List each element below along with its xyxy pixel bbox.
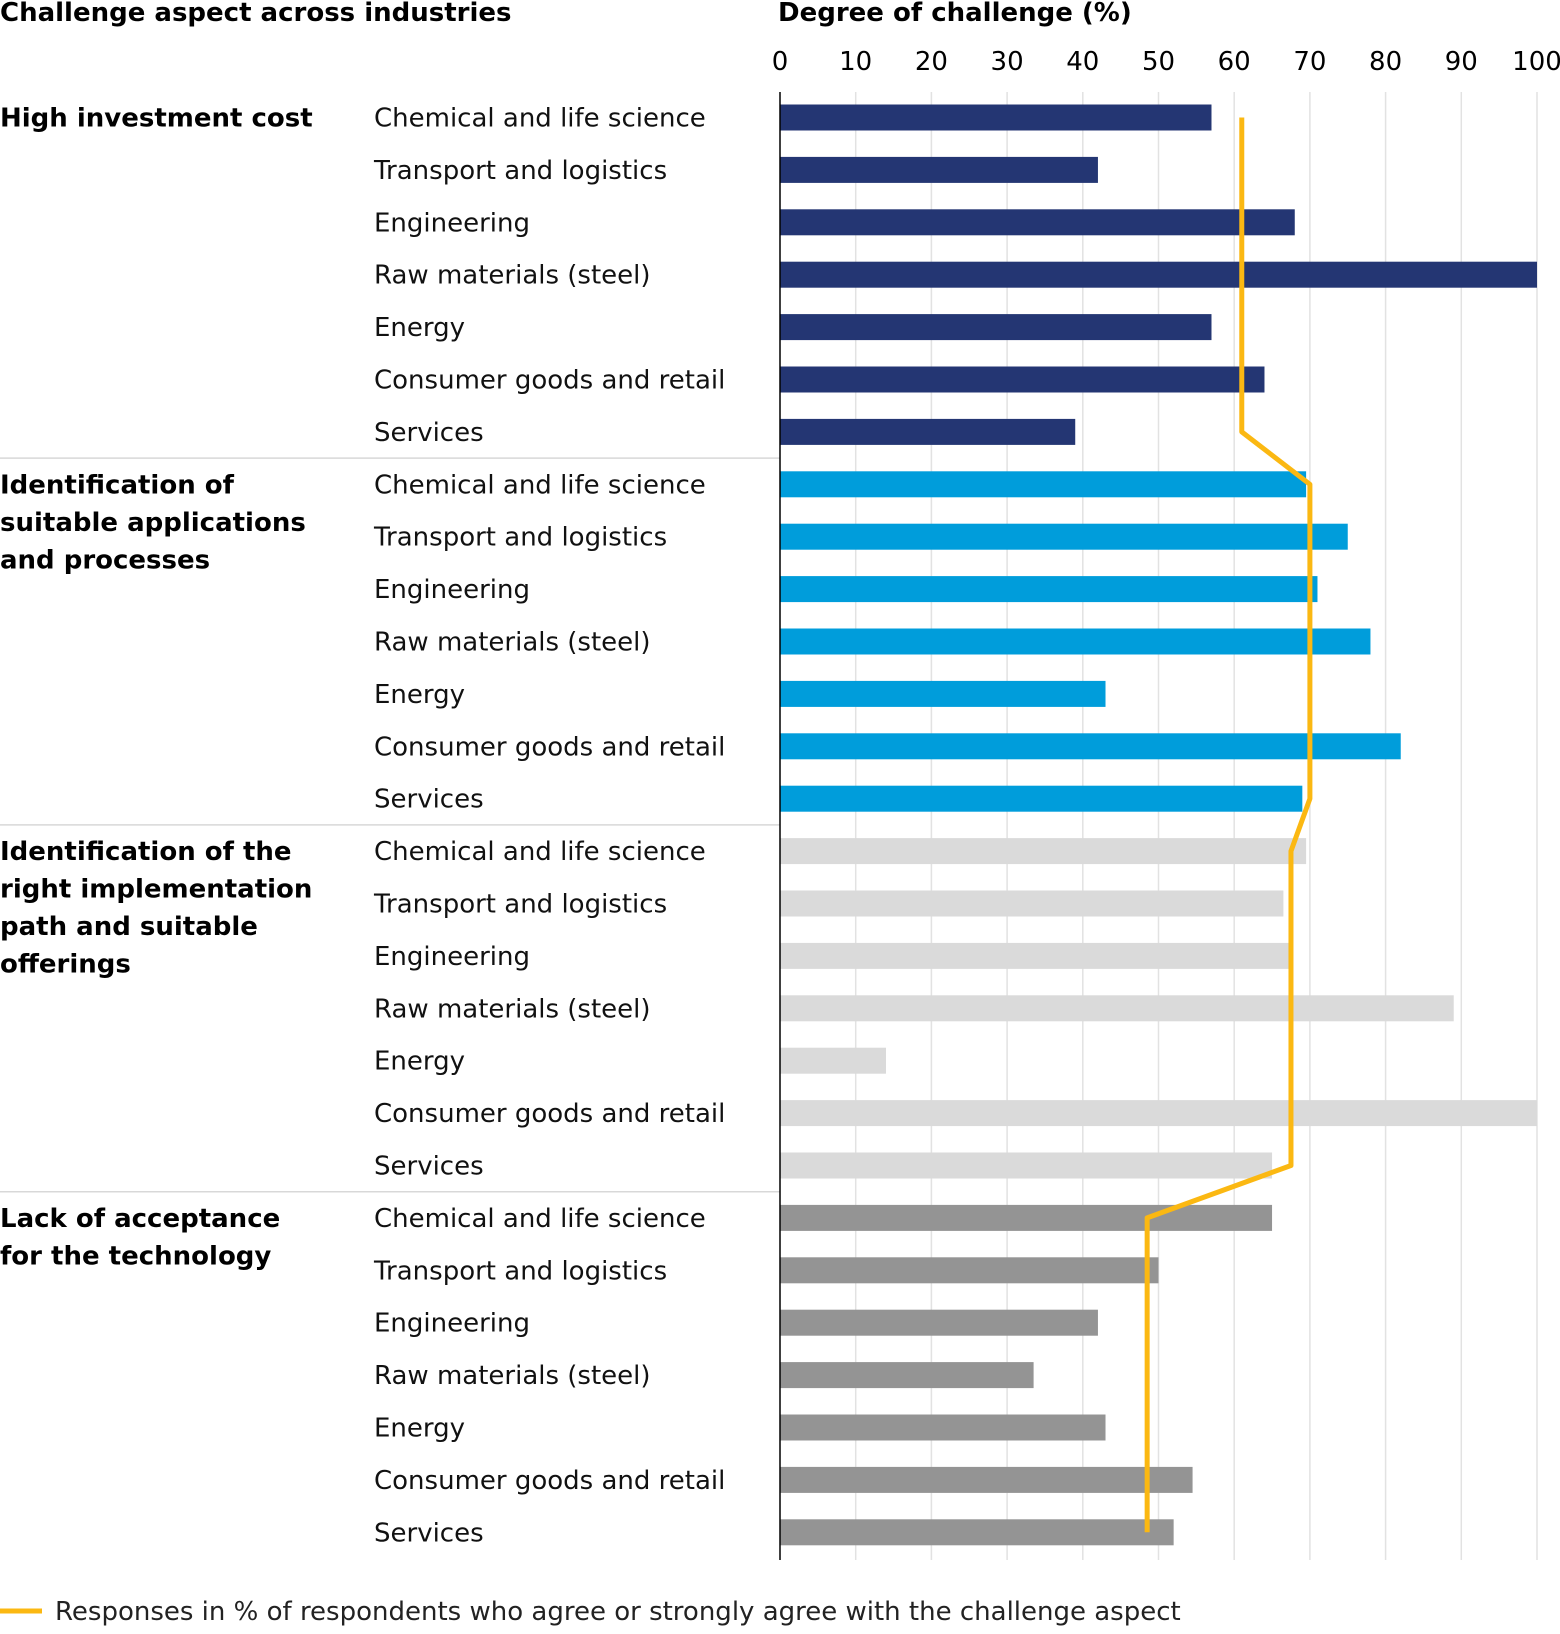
bar xyxy=(780,785,1303,812)
bar xyxy=(780,261,1537,288)
bar xyxy=(780,104,1212,131)
category-label: Chemical and life science xyxy=(374,104,706,134)
x-axis-ticks: 0 10 20 30 40 50 60 70 80 90 100 xyxy=(772,47,1560,77)
bar xyxy=(780,1362,1034,1389)
category-label: Raw materials (steel) xyxy=(374,994,651,1024)
group-label: suitable applications xyxy=(0,508,306,538)
agree-line xyxy=(1144,117,1313,1533)
bar xyxy=(780,1519,1174,1546)
bar xyxy=(780,628,1371,655)
bar xyxy=(780,1204,1273,1231)
x-tick-label: 90 xyxy=(1445,47,1478,77)
group-label: High investment cost xyxy=(0,104,313,134)
bars xyxy=(780,104,1537,1546)
category-label: Consumer goods and retail xyxy=(374,1099,725,1129)
category-label: Energy xyxy=(374,680,465,710)
legend-label: Responses in % of respondents who agree … xyxy=(55,1597,1181,1627)
group-label: Identification of xyxy=(0,470,235,500)
bar xyxy=(780,890,1284,917)
category-label: Chemical and life science xyxy=(374,470,706,500)
category-label: Consumer goods and retail xyxy=(374,366,725,396)
category-label: Energy xyxy=(374,1414,465,1444)
left-header: Challenge aspect across industries xyxy=(0,0,512,28)
bar xyxy=(780,1047,886,1074)
x-tick-label: 10 xyxy=(839,47,872,77)
bar xyxy=(780,209,1295,236)
bar xyxy=(780,366,1265,393)
legend: Responses in % of respondents who agree … xyxy=(0,1597,1181,1627)
x-tick-label: 20 xyxy=(915,47,948,77)
bar xyxy=(780,1257,1159,1284)
bar xyxy=(780,838,1307,865)
category-label: Energy xyxy=(374,1047,465,1077)
category-label: Transport and logistics xyxy=(373,523,667,553)
x-tick-label: 40 xyxy=(1066,47,1099,77)
group-label: right implementation xyxy=(0,875,312,905)
x-tick-label: 70 xyxy=(1293,47,1326,77)
category-label: Raw materials (steel) xyxy=(374,628,651,658)
group-label: Lack of acceptance xyxy=(0,1204,280,1234)
bar xyxy=(780,942,1291,969)
x-tick-label: 30 xyxy=(991,47,1024,77)
group-label: for the technology xyxy=(0,1241,271,1271)
x-tick-label: 100 xyxy=(1512,47,1560,77)
category-label: Engineering xyxy=(374,208,530,238)
category-label: Transport and logistics xyxy=(373,156,667,186)
group-label: offerings xyxy=(0,950,131,980)
group-label: path and suitable xyxy=(0,912,258,942)
category-label: Raw materials (steel) xyxy=(374,261,651,291)
x-tick-label: 50 xyxy=(1142,47,1175,77)
category-label: Engineering xyxy=(374,1309,530,1339)
category-label: Consumer goods and retail xyxy=(374,1466,725,1496)
x-tick-label: 80 xyxy=(1369,47,1402,77)
category-label: Services xyxy=(374,418,484,448)
category-label: Energy xyxy=(374,313,465,343)
bar xyxy=(780,1414,1106,1441)
bar xyxy=(780,995,1454,1022)
category-label: Services xyxy=(374,1518,484,1548)
x-tick-label: 0 xyxy=(772,47,789,77)
bar xyxy=(780,1309,1098,1336)
group-label: and processes xyxy=(0,545,210,575)
bar xyxy=(780,733,1401,760)
category-label: Transport and logistics xyxy=(373,890,667,920)
bar xyxy=(780,1152,1273,1179)
bar xyxy=(780,314,1212,341)
bar xyxy=(780,471,1307,498)
bar xyxy=(780,418,1076,445)
category-label: Services xyxy=(374,785,484,815)
category-label: Transport and logistics xyxy=(373,1256,667,1286)
bar xyxy=(780,156,1098,183)
category-label: Chemical and life science xyxy=(374,837,706,867)
category-label: Consumer goods and retail xyxy=(374,732,725,762)
category-label: Raw materials (steel) xyxy=(374,1361,651,1391)
category-label: Chemical and life science xyxy=(374,1204,706,1234)
bar xyxy=(780,1466,1193,1493)
gridlines xyxy=(0,92,1538,1560)
axis-title: Degree of challenge (%) xyxy=(778,0,1132,28)
bar xyxy=(780,523,1348,550)
category-label: Engineering xyxy=(374,942,530,972)
bar xyxy=(780,1100,1537,1127)
x-tick-label: 60 xyxy=(1218,47,1251,77)
category-label: Engineering xyxy=(374,575,530,605)
bar xyxy=(780,680,1106,707)
group-label: Identification of the xyxy=(0,837,292,867)
bar xyxy=(780,576,1318,603)
category-label: Services xyxy=(374,1152,484,1182)
